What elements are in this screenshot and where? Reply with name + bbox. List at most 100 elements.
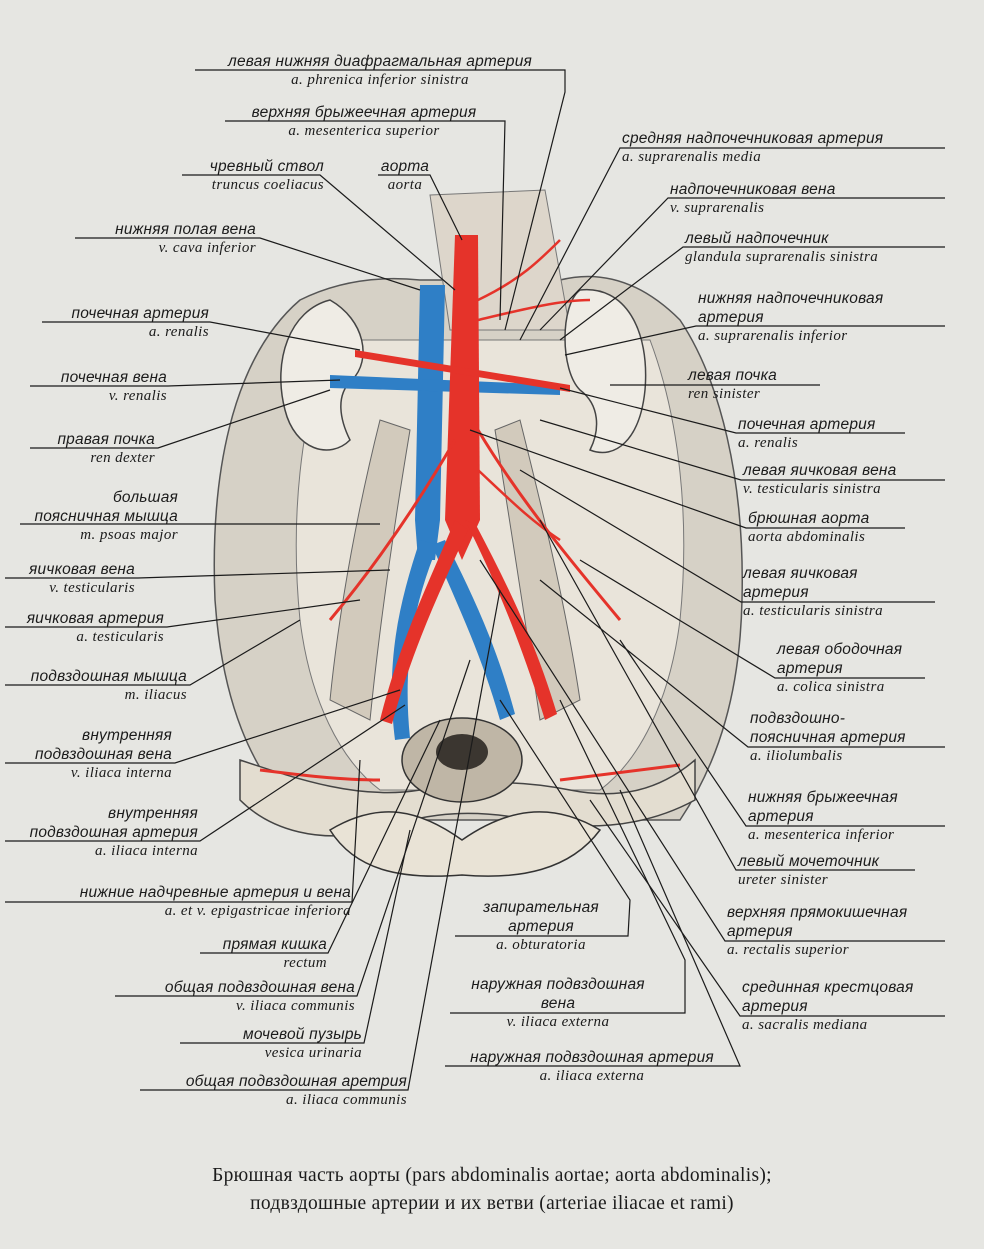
leader-r13 [539,519,915,871]
leader-r2 [539,197,945,331]
label-latin-text: ren dexter [90,450,155,466]
label-ru-text: общая подвздошная аретрия [185,1073,407,1090]
label-latin-text: v. testicularis sinistra [743,481,882,497]
left-psoas [494,419,581,721]
leader-r9 [519,469,935,603]
label-ru-text: левый надпочечник [685,230,829,247]
leader-r1 [519,147,945,341]
label-c2: наружная подвздошная вена v. iliaca extern… [393,975,723,1032]
label-ru-text: вена [540,995,576,1012]
label-latin-text: v. cava inferior [158,240,256,256]
label-r15: срединная крестцовая артерия a. sacralis m… [742,978,984,1035]
label-ru-text: подвздошная вена [34,746,172,763]
label-ru-text: яичковая артерия [26,610,164,627]
label-ru-text: правая почка [57,431,155,448]
label-latin-text: a. renalis [148,324,209,340]
label-l19: общая подвздошная аретрия a. iliaca commu… [77,1072,407,1110]
leader-r4 [564,325,945,356]
iliac-veins-left [432,540,515,720]
leader-r12 [619,639,945,827]
abdominal-aorta [445,235,480,560]
label-latin-text: a. iliaca communis [286,1092,407,1108]
label-ru-text: срединная крестцовая [742,979,914,996]
label-ru-text: артерия [508,918,574,935]
label-latin-text: ren sinister [688,386,761,402]
label-ru-text: почечная артерия [71,305,209,322]
label-latin-text: a. suprarenalis media [622,149,762,165]
label-latin-text: rectum [283,955,327,971]
caption-line-2: подвздошные артерии и их ветви (arteriae… [250,1193,734,1214]
label-latin-text: ureter sinister [738,872,829,888]
leader-r14 [479,559,945,942]
label-latin-text: a. suprarenalis inferior [698,328,848,344]
label-latin-text: a. et v. epigastricae inferiora [164,903,351,919]
leader-l10 [5,569,391,579]
common-iliac-right [380,520,468,724]
label-ru-text: артерия [742,998,808,1015]
label-ru-text: средняя надпочечниковая артерия [622,130,884,147]
label-ru-text: почечная артерия [738,416,876,433]
label-latin-text: a. obturatoria [496,937,586,953]
leader-l18 [180,829,411,1044]
label-ru-text: левая яичковая [743,565,858,582]
label-latin-text: a. iliaca externa [539,1068,645,1084]
label-ru-text: почечная вена [60,369,167,386]
label-ru-text: верхняя брыжеечная артерия [251,104,477,121]
leader-l13 [5,689,401,764]
label-latin-text: a. sacralis mediana [742,1017,868,1033]
label-l7: почечная вена v. renalis [0,368,167,406]
leader-l11 [5,599,361,628]
leader-r8 [469,429,905,529]
label-ru-text: нижняя брыжеечная [748,789,898,806]
label-latin-text: a. iliolumbalis [750,748,843,764]
label-latin-text: v. suprarenalis [670,200,765,216]
label-ru-text: поясничная мышца [34,508,178,525]
leader-r15 [589,799,945,1017]
label-ru-text: аорта [380,158,430,175]
leader-c2 [450,699,686,1014]
leader-l2 [225,120,506,321]
leader-c3 [445,789,741,1067]
label-latin-text: a. phrenica inferior sinistra [291,72,469,88]
leader-r3 [559,246,945,341]
label-ru-text: наружная подвздошная [471,976,645,993]
label-r2: надпочечниковая вена v. suprarenalis [670,180,984,218]
label-latin-text: a. rectalis superior [727,942,850,958]
label-latin-text: v. renalis [108,388,167,404]
leader-l7 [30,379,341,387]
caption-line-1: Брюшная часть аорты (pars abdominalis ao… [212,1165,772,1186]
leader-l8 [30,389,331,449]
label-ru-text: подвздошная мышца [30,668,187,685]
label-ru-text: надпочечниковая вена [670,181,836,198]
leader-l1 [195,69,566,331]
label-ru-text: подвздошно- [750,710,846,727]
label-latin-text: a. iliaca interna [94,843,198,859]
label-ru-text: яичковая вена [29,561,135,578]
label-ru-text: подвздошная артерия [29,824,198,841]
label-ru-text: артерия [698,309,764,326]
label-ru-text: общая подвздошная вена [164,979,355,996]
label-latin-text: a. renalis [738,435,799,451]
leader-r11 [539,579,945,748]
label-ru-text: запирательная [483,899,599,916]
label-latin-text: a. colica sinistra [777,679,885,695]
label-latin-text: v. iliaca externa [506,1014,610,1030]
label-ru-text: левый мочеточник [738,853,880,870]
leader-l12 [5,619,301,686]
label-ru-text: мочевой пузырь [243,1026,362,1043]
renal-veins [330,375,560,395]
left-kidney [564,288,647,454]
